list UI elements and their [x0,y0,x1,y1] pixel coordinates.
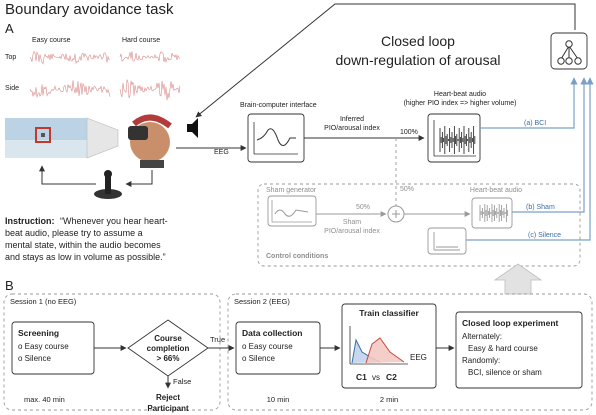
classifier-axes [349,326,408,365]
percent-50-mid: 50% [356,204,370,211]
participant-to-joystick-arrow [125,170,153,187]
condition-bci-label: (a) BCI [524,120,546,127]
silence-condition-arrow [466,77,594,241]
up-arrow-icon [493,263,543,295]
heartbeat-waveform [439,126,476,154]
side-view-label: Side [5,85,19,92]
joystick-to-scene-arrow [39,165,96,185]
control-conditions-label: Control conditions [266,253,328,260]
heartbeat-axes [433,120,476,157]
feedback-loop-arrow [195,3,576,118]
silence-flat-line [433,232,460,251]
train-classifier-box [341,303,437,389]
data-collection-item-silence: o Silence [242,354,275,363]
sham-condition-arrow [512,77,588,213]
data-collection-item-easy: o Easy course [242,342,293,351]
percent-50-top: 50% [400,186,414,193]
session-2-label: Session 2 (EEG) [234,297,290,306]
control-conditions-box [257,183,581,267]
reject-line-2: Participant [147,404,189,413]
heartbeat-gray-label: Heart-beat audio [470,187,522,194]
classifier-eeg-label: EEG [410,353,427,362]
bci-curve [256,128,296,146]
session-1-label: Session 1 (no EEG) [10,297,77,306]
experiment-line-3: Randomly: [462,356,500,365]
inferred-label: Inferred [340,116,364,123]
plus-icon [392,210,400,218]
easy-side-trace [29,80,111,98]
vr-scene-image [5,117,119,159]
closed-loop-title: Closed loop [381,33,455,49]
joystick-icon [94,170,122,199]
instruction-line-3: mental state, within the audio becomes [5,240,161,250]
decision-line-3: > 66% [157,354,180,363]
condition-silence-label: (c) Silence [528,232,561,239]
panel-a-label: A [5,21,14,36]
sham-generator-label: Sham generator [266,187,317,194]
eeg-traces [29,50,181,101]
figure-title: Boundary avoidance task [5,1,174,18]
decision-line-2: completion [147,344,190,353]
heartbeat-subtitle: (higher PIO index => higher volume) [404,100,517,107]
easy-course-label: Easy course [32,37,71,44]
top-view-label: Top [5,54,16,61]
screening-item-silence: o Silence [18,354,51,363]
instruction-bold: Instruction: [5,216,55,226]
panel-b-label: B [5,278,14,293]
eeg-label: EEG [214,149,229,156]
sham-index-sublabel: PIO/arousal index [324,228,380,235]
instruction-line-2: beat audio, please try to assume a [5,228,143,238]
bci-condition-arrow [480,77,578,129]
sham-index-label: Sham [343,219,361,226]
bci-axes [253,122,298,155]
class-2-label: C2 [386,372,397,382]
sham-curve [274,209,309,217]
sham-generator-box [267,195,317,227]
class-1-label: C1 [356,372,367,382]
hard-course-label: Hard course [122,37,160,44]
speaker-icon [187,118,198,138]
experiment-line-4: BCI, silence or sham [468,368,542,377]
hard-top-trace [119,51,181,64]
closed-loop-experiment-title: Closed loop experiment [462,318,559,328]
train-duration: 2 min [380,395,398,404]
silence-box [427,227,467,255]
experiment-line-1: Alternately: [462,332,502,341]
condition-sham-label: (b) Sham [526,204,555,211]
screening-item-easy: o Easy course [18,342,69,351]
train-classifier-title: Train classifier [359,308,419,318]
easy-top-trace [29,50,111,65]
switch-icon [557,40,582,65]
inferred-index-label: PIO/arousal index [324,125,380,132]
false-label: False [173,377,191,386]
decision-line-1: Course [154,334,182,343]
true-label: True [210,335,225,344]
session-2-box [227,293,593,411]
experiment-line-2: Easy & hard course [468,344,538,353]
sham-audio-waveform [479,204,509,222]
instruction-line-1: Instruction: “Whenever you hear heart- [5,216,168,226]
participant-with-headset [128,114,172,168]
hard-side-trace [119,79,181,101]
percent-100: 100% [400,129,418,136]
reject-line-1: Reject [156,393,180,402]
screening-title: Screening [18,328,59,338]
data-collection-title: Data collection [242,328,302,338]
screening-duration: max. 40 min [24,395,65,404]
instruction-line-4: and stays as low in volume as possible.” [5,252,166,262]
heartbeat-title: Heart-beat audio [434,91,486,98]
vs-label: vs [372,373,380,382]
class-2-distribution [365,337,405,364]
closed-loop-experiment-box [455,311,583,389]
sham-axes [271,200,312,223]
closed-loop-subtitle: down-regulation of arousal [336,52,501,68]
bci-title: Brain-computer interface [240,102,317,109]
data-collection-duration: 10 min [267,395,290,404]
